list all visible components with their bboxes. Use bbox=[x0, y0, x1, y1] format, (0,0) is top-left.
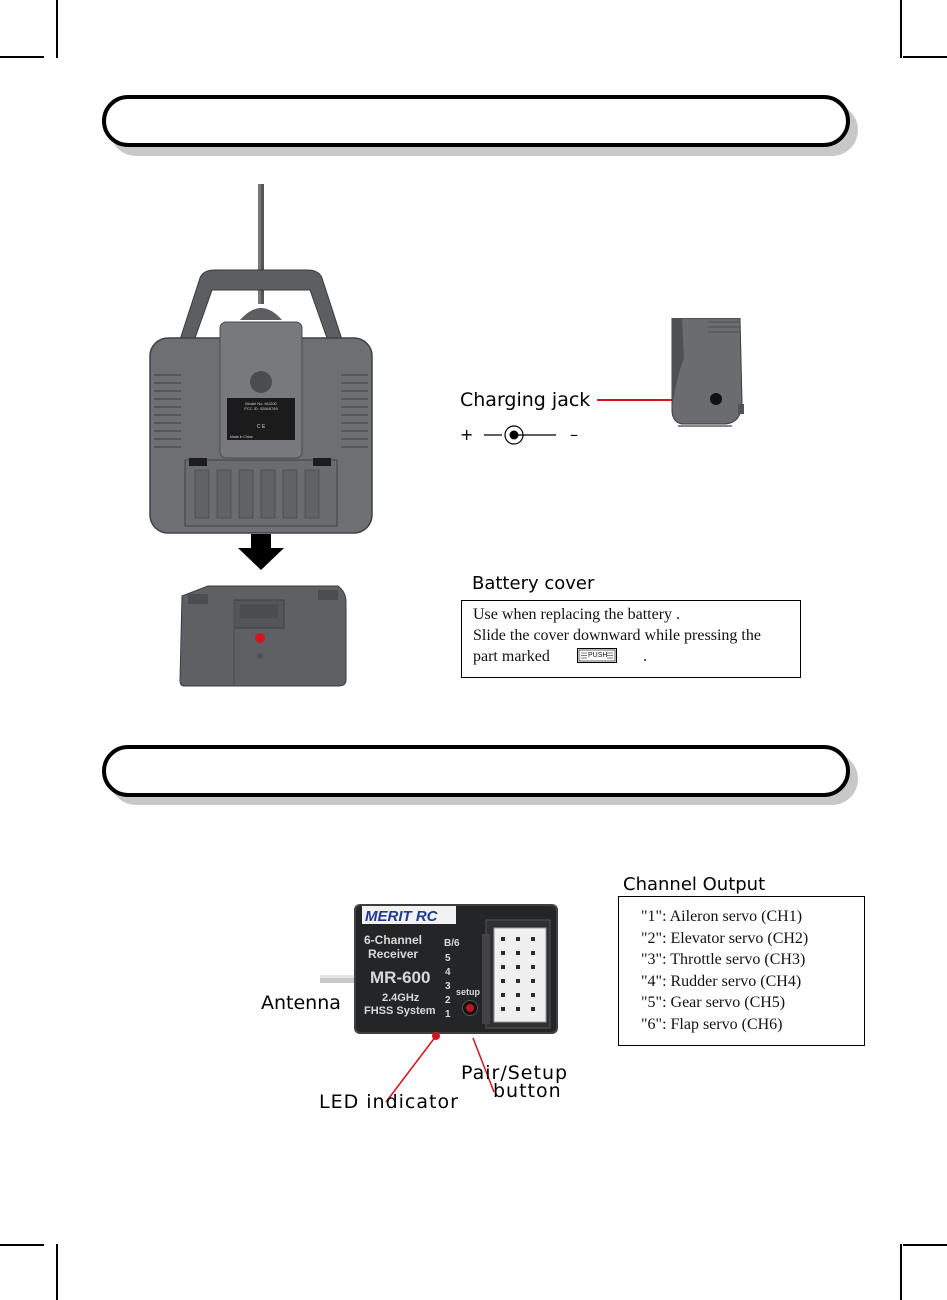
channel-item-2: "2": Elevator servo (CH2) bbox=[641, 929, 809, 947]
made-in-label: Made in China bbox=[230, 435, 253, 439]
crop-mark-tl-h bbox=[0, 56, 44, 58]
receiver-brand: MERIT RC bbox=[365, 908, 439, 925]
channel-output-label: Channel Output bbox=[623, 874, 766, 895]
pin-label-1: 1 bbox=[445, 1009, 451, 1020]
battery-note-line-3: part marked PUSH . bbox=[473, 646, 800, 667]
channel-item-1: "1": Aileron servo (CH1) bbox=[641, 908, 803, 925]
battery-note-line-1: Use when replacing the battery . bbox=[473, 606, 681, 623]
battery-note-line-3-text: part marked bbox=[473, 648, 550, 665]
battery-note-line-2: Slide the cover downward while pressing … bbox=[473, 627, 761, 644]
setup-label: setup bbox=[456, 987, 481, 997]
polarity-plus: + bbox=[460, 425, 474, 444]
receiver-system: FHSS System bbox=[364, 1005, 436, 1017]
channel-item-3: "3": Throttle servo (CH3) bbox=[641, 951, 806, 968]
pair-setup-button bbox=[466, 1004, 474, 1012]
ce-mark: C E bbox=[257, 424, 266, 430]
crop-mark-tl-v bbox=[56, 0, 58, 58]
pair-setup-label-line-2: button bbox=[493, 1080, 562, 1102]
push-button-icon: PUSH bbox=[577, 648, 617, 663]
led-indicator-label: LED indicator bbox=[319, 1091, 459, 1113]
pin-label-3: 3 bbox=[445, 981, 451, 992]
pin-label-2: 2 bbox=[445, 995, 451, 1006]
channel-item-4: "4": Rudder servo (CH4) bbox=[641, 972, 802, 990]
section-banner-2 bbox=[102, 745, 850, 797]
section-banner bbox=[102, 95, 850, 147]
callout-lines bbox=[385, 1032, 495, 1103]
channel-item-5: "5": Gear servo (CH5) bbox=[641, 994, 786, 1011]
battery-cover-note-box: Use when replacing the battery . Slide t… bbox=[461, 600, 801, 678]
battery-cover-illustration bbox=[179, 585, 347, 687]
polarity-symbol-icon bbox=[484, 425, 556, 445]
pin-label-b6: B/6 bbox=[444, 938, 460, 949]
down-arrow-icon bbox=[238, 534, 284, 570]
battery-cover-label: Battery cover bbox=[472, 573, 595, 594]
charging-jack-leader-line bbox=[597, 399, 715, 401]
crop-mark-bl-v bbox=[56, 1244, 58, 1300]
receiver-title-2: Receiver bbox=[368, 947, 418, 961]
pair-setup-label-line-1: Pair/Setup bbox=[461, 1062, 569, 1084]
receiver-title-1: 6-Channel bbox=[364, 933, 422, 947]
crop-mark-tr-h bbox=[903, 56, 947, 58]
model-label: Model No. M1200 bbox=[245, 401, 277, 406]
transmitter-side-illustration bbox=[671, 318, 744, 427]
battery-note-trailing: . bbox=[643, 648, 647, 665]
fcc-label: FCC ID: 02849789 bbox=[244, 406, 278, 411]
channel-output-box: "1": Aileron servo (CH1) "2": Elevator s… bbox=[618, 896, 865, 1046]
crop-mark-br-h bbox=[903, 1244, 947, 1246]
crop-mark-br-v bbox=[900, 1244, 902, 1300]
receiver-model: MR-600 bbox=[370, 968, 430, 987]
transmitter-illustration: Model No. M1200 FCC ID: 02849789 C E Mad… bbox=[149, 184, 373, 534]
crop-mark-bl-h bbox=[0, 1244, 44, 1246]
push-button-text: PUSH bbox=[588, 652, 608, 659]
charging-jack-label: Charging jack bbox=[460, 389, 591, 411]
push-point-indicator bbox=[255, 633, 265, 643]
receiver-freq: 2.4GHz bbox=[382, 992, 420, 1004]
pin-label-4: 4 bbox=[445, 967, 451, 978]
channel-item-6: "6": Flap servo (CH6) bbox=[641, 1015, 783, 1033]
pin-label-5: 5 bbox=[445, 953, 451, 964]
crop-mark-tr-v bbox=[900, 0, 902, 58]
receiver-illustration: MERIT RC 6-Channel Receiver MR-600 2.4GH… bbox=[320, 904, 558, 1034]
antenna-label: Antenna bbox=[261, 992, 341, 1014]
polarity-minus: – bbox=[570, 425, 578, 444]
